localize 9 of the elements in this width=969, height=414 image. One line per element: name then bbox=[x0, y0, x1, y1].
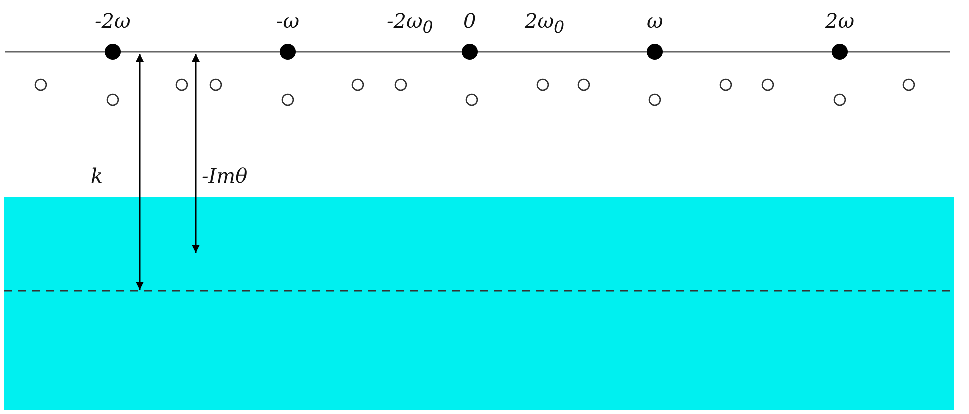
axis-tick-label: -2ω bbox=[95, 10, 131, 32]
dimension-label: -Imθ bbox=[202, 165, 248, 187]
axis-tick-label: -2ω$_{0}$ bbox=[387, 10, 434, 39]
axis-tick-label: -ω bbox=[276, 10, 300, 32]
dimension-label: k bbox=[91, 165, 104, 187]
axis-tick-label: ω bbox=[647, 10, 664, 32]
axis-tick-label: 2ω bbox=[826, 10, 855, 32]
axis-tick-label: 0 bbox=[464, 10, 476, 32]
axis-tick-label: 2ω$_{0}$ bbox=[525, 10, 565, 39]
